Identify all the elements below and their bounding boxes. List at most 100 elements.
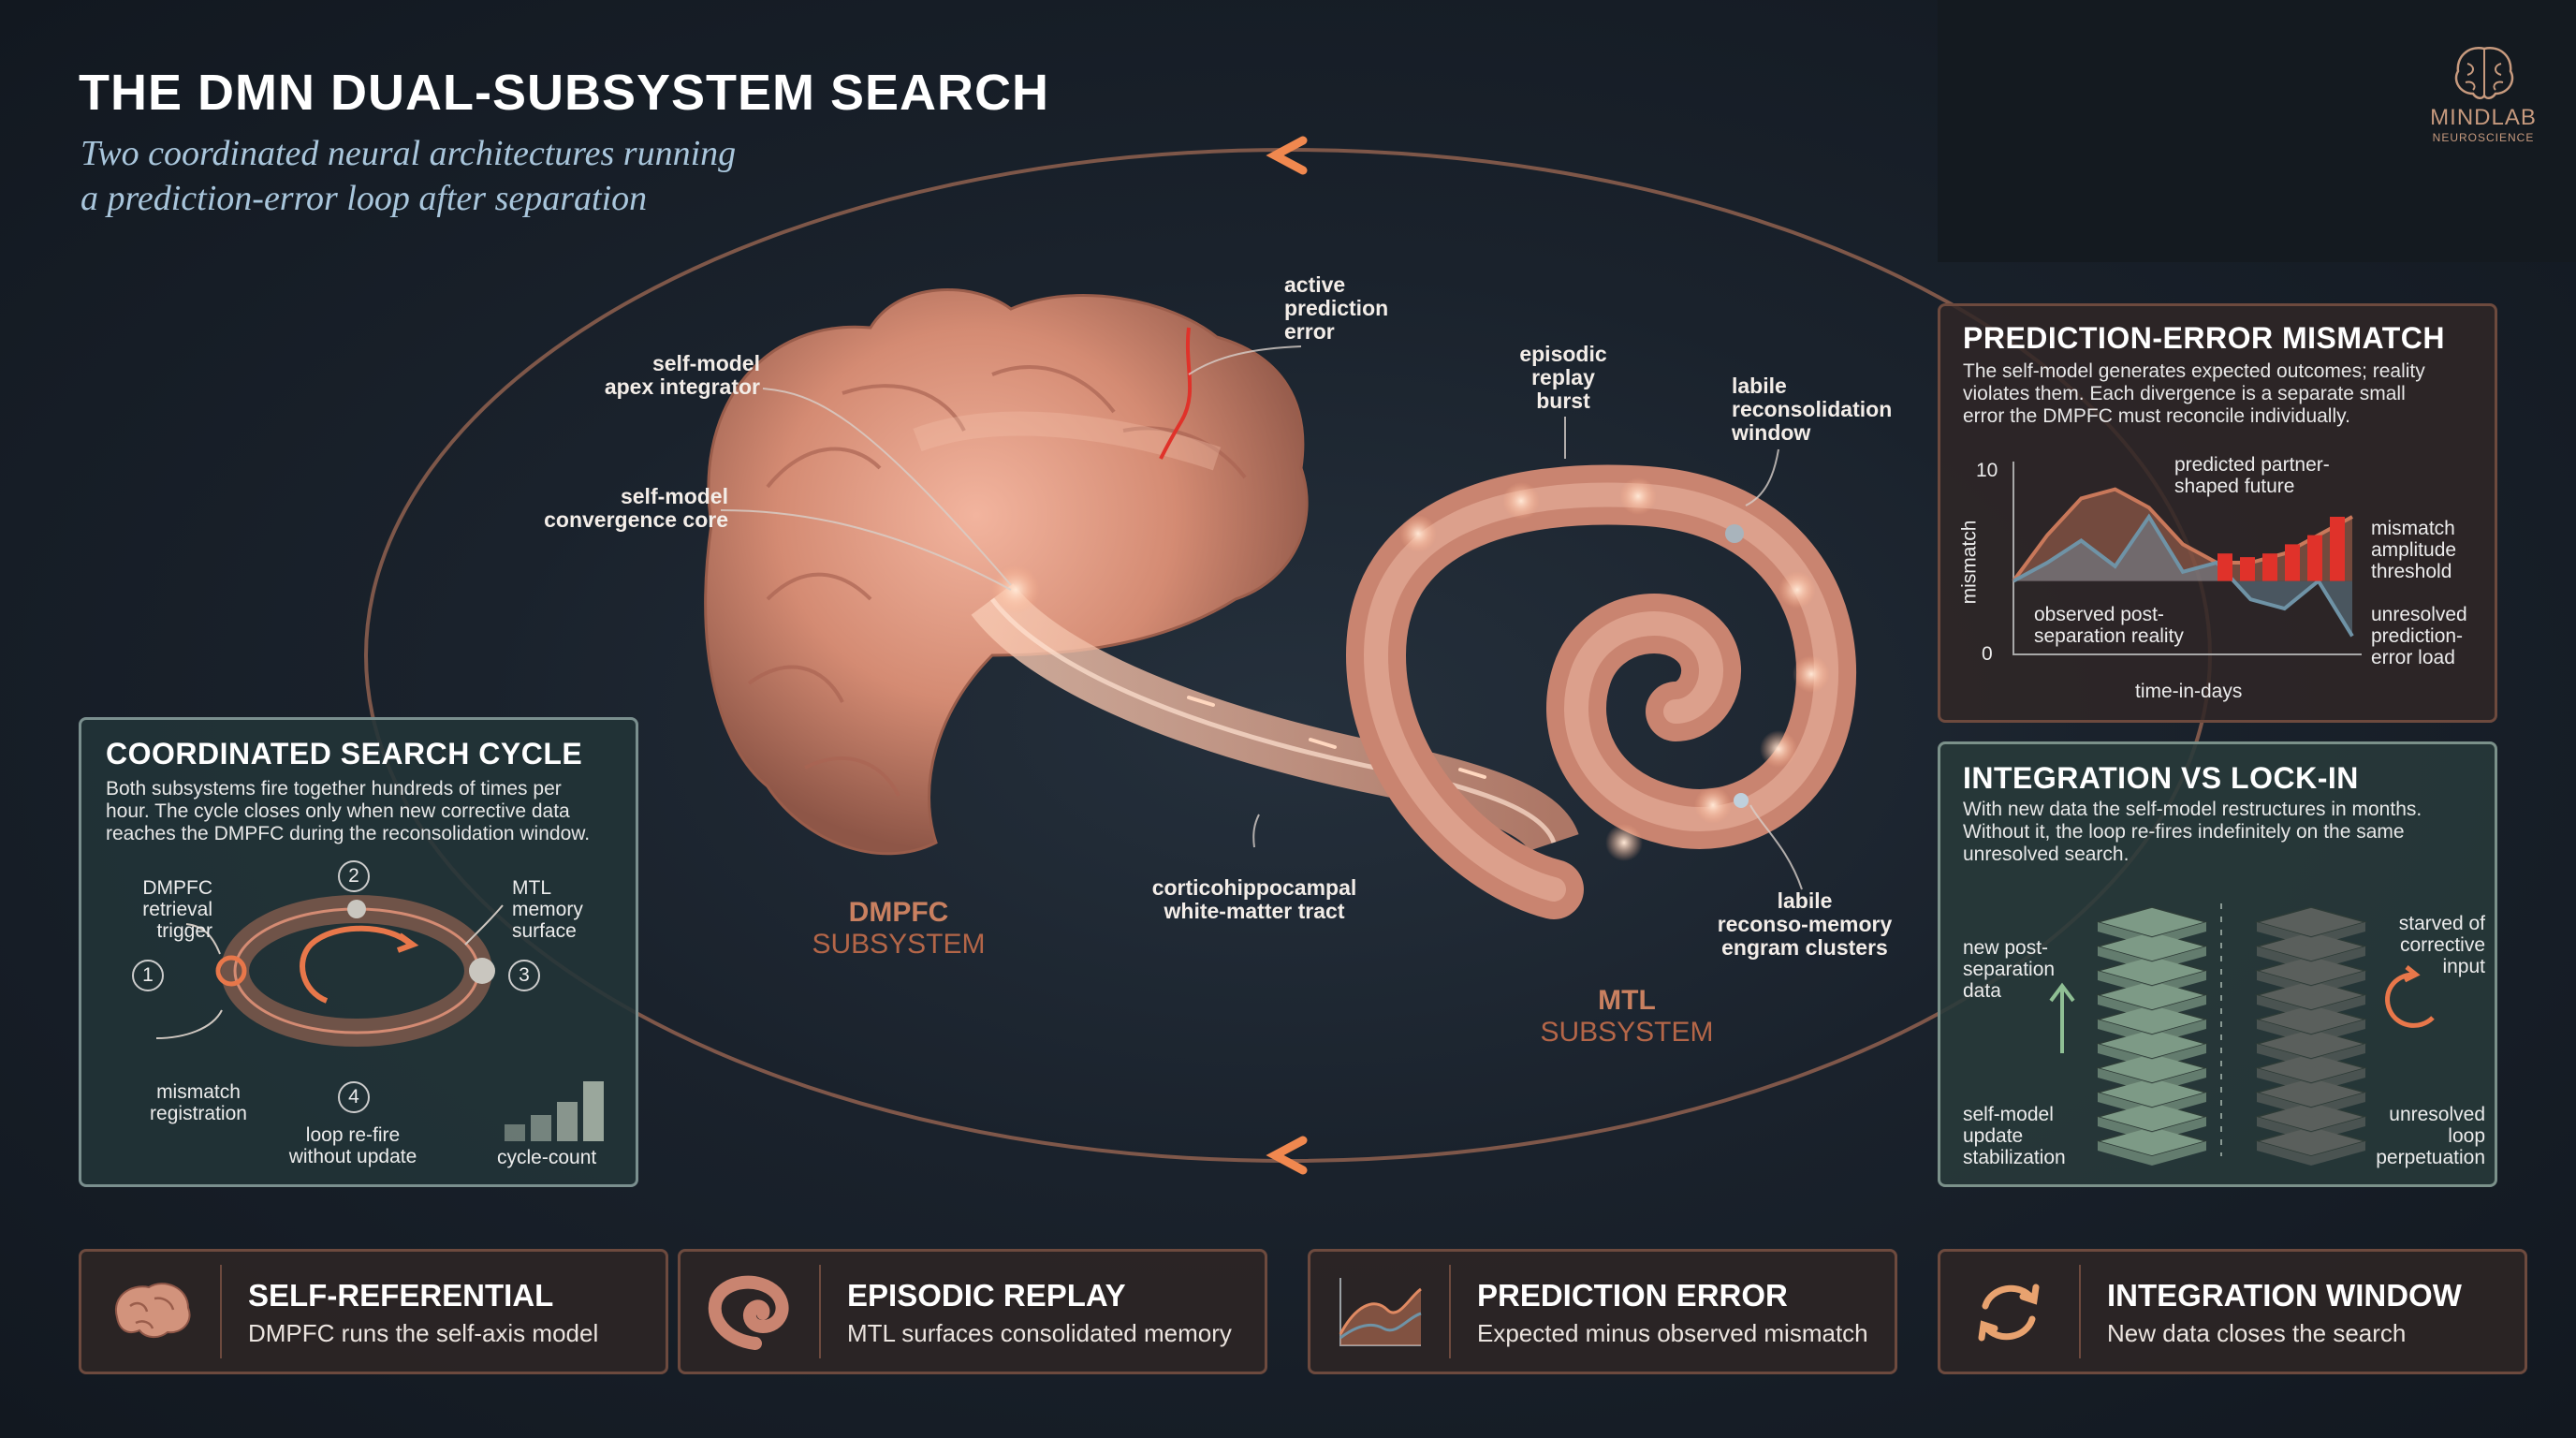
stack-layer-side [2098,1141,2206,1166]
step-3-badge: 3 [508,960,540,991]
prediction-error-mismatch-panel: PREDICTION-ERROR MISMATCH The self-model… [1938,303,2497,723]
page-title: THE DMN DUAL-SUBSYSTEM SEARCH [79,65,1050,121]
brain-icon [114,1283,191,1338]
stack-layer-side [2098,1068,2206,1093]
stack-layer-side [2257,946,2365,971]
cycle-count-bars [505,1081,604,1141]
card-title: EPISODIC REPLAY [847,1278,1126,1313]
integration-vs-lockin-panel: INTEGRATION VS LOCK-IN With new data the… [1938,741,2497,1187]
mismatch-bar [2330,517,2345,581]
healthy-layer-stack [2095,906,2209,1166]
dmpfc-subsystem-word: SUBSYSTEM [812,929,986,960]
area-chart-icon [1339,1278,1422,1346]
step-4-badge: 4 [338,1081,370,1113]
stack-layer-side [2098,1093,2206,1117]
stack-layer-side [2098,922,2206,946]
coordinated-search-cycle-panel: COORDINATED SEARCH CYCLE Both subsystems… [79,717,638,1187]
mtl-hippocampus-illustration [1345,464,1856,919]
mtl-subsystem-name: MTL [1598,985,1656,1016]
integration-panel-body: With new data the self-model restructure… [1963,799,2422,865]
stack-layer-side [2098,946,2206,971]
card-integration-window: INTEGRATION WINDOW New data closes the s… [1938,1249,2527,1374]
card-title: INTEGRATION WINDOW [2107,1278,2462,1313]
step-1-badge: 1 [132,960,164,991]
cycle-count-label: cycle-count [497,1147,597,1168]
orbit-chevron-top [1266,136,1308,175]
mismatch-bar [2285,544,2300,581]
mismatch-panel-title: PREDICTION-ERROR MISMATCH [1963,321,2445,355]
orbit-chevron-bottom [1266,1136,1308,1175]
stack-layer-side [2257,922,2365,946]
hippocampus-spiral-icon [708,1275,789,1350]
dmpfc-subsystem-name: DMPFC [848,897,949,928]
x-axis-label: time-in-days [2135,681,2243,702]
stack-layer-side [2098,1117,2206,1141]
step-2-badge: 2 [338,860,370,892]
card-divider [2079,1265,2081,1358]
step1-node [215,955,247,987]
stack-layer-side [2098,1020,2206,1044]
mismatch-chart [2012,462,2362,655]
stack-layer-side [2257,1044,2365,1068]
card-episodic-replay: EPISODIC REPLAY MTL surfaces consolidate… [678,1249,1267,1374]
mismatch-bar [2307,535,2322,581]
search-cycle-ring-diagram [155,895,504,1047]
stack-layer-side [2257,1020,2365,1044]
card-title: SELF-REFERENTIAL [248,1278,554,1313]
card-divider [1449,1265,1451,1358]
step3-node [469,958,495,984]
mtl-subsystem-word: SUBSYSTEM [1540,1017,1714,1048]
stack-layer-side [2257,995,2365,1020]
integration-panel-title: INTEGRATION VS LOCK-IN [1963,761,2359,795]
stack-layer-side [2257,1141,2365,1166]
stack-layer-side [2257,1117,2365,1141]
loop-arrow-icon [2385,972,2435,1028]
logo-panel [1938,0,2576,262]
cycle-panel-body: Both subsystems fire together hundreds o… [106,778,591,844]
logo-name: MINDLAB [2430,105,2537,130]
y-axis-label: mismatch [1958,520,1981,605]
y-axis-min: 0 [1982,643,1993,665]
stack-layer-side [2257,1093,2365,1117]
stack-layer-side [2098,995,2206,1020]
page-subtitle: Two coordinated neural architectures run… [80,134,737,218]
stack-layer-side [2257,971,2365,995]
series-area-1 [2013,517,2352,637]
card-prediction-error: PREDICTION ERROR Expected minus observed… [1308,1249,1897,1374]
card-self-referential: SELF-REFERENTIAL DMPFC runs the self-axi… [79,1249,668,1374]
card-description: New data closes the search [2107,1319,2407,1347]
series-area-0 [2013,489,2352,581]
logo-subtitle: NEUROSCIENCE [2432,131,2535,144]
card-description: DMPFC runs the self-axis model [248,1319,599,1347]
prediction-error-crack [1159,327,1193,460]
integration-stacks-diagram [2049,903,2435,1166]
mindlab-logo-icon [2454,47,2514,99]
up-arrow-icon [2049,982,2075,1053]
card-divider [220,1265,222,1358]
mismatch-panel-body: The self-model generates expected outcom… [1963,360,2425,427]
card-description: MTL surfaces consolidated memory [847,1319,1232,1347]
stack-layer-side [2098,1044,2206,1068]
series-line-1 [2012,513,2354,638]
stack-layer-side [2257,1068,2365,1093]
step2-node [347,900,366,918]
card-description: Expected minus observed mismatch [1477,1319,1868,1347]
stack-layer-side [2098,971,2206,995]
refresh-cycle-icon [1978,1284,2040,1342]
